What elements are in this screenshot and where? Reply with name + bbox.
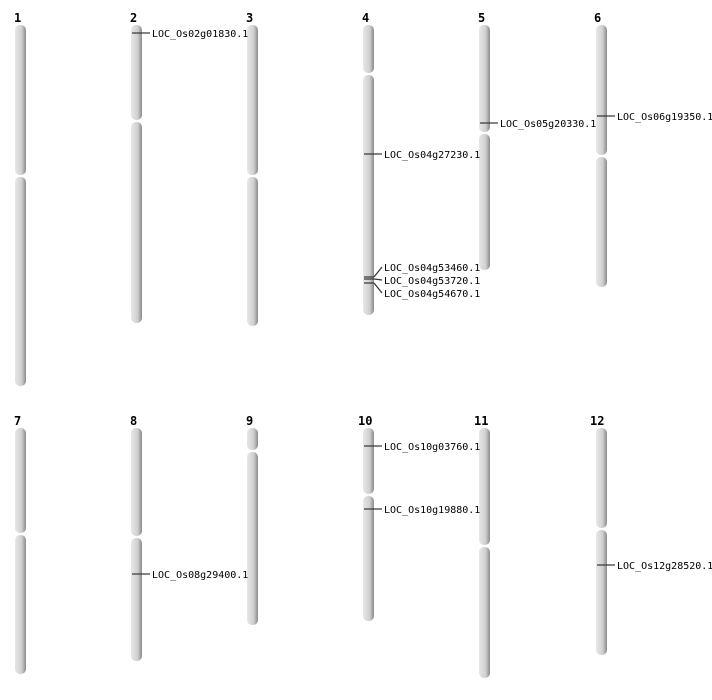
chromosome-number: 12 (590, 414, 604, 428)
chromosome-arm-long (596, 157, 607, 287)
gene-label: LOC_Os12g28520.1 (617, 561, 712, 572)
chromosome-12: 12 (590, 414, 607, 655)
chromosome-6: 6 (594, 11, 607, 287)
gene-marker: LOC_Os05g20330.1 (480, 119, 596, 130)
gene-label: LOC_Os04g54670.1 (384, 289, 480, 300)
gene-marker: LOC_Os04g53460.1 (364, 263, 480, 278)
gene-marker: LOC_Os04g54670.1 (364, 282, 480, 300)
gene-label: LOC_Os02g01830.1 (152, 29, 248, 40)
chromosome-number: 10 (358, 414, 372, 428)
chromosome-number: 1 (14, 11, 21, 25)
chromosome-arm-short (363, 428, 374, 494)
gene-marker: LOC_Os12g28520.1 (597, 561, 712, 572)
chromosome-number: 5 (478, 11, 485, 25)
chromosome-number: 4 (362, 11, 369, 25)
gene-label: LOC_Os05g20330.1 (500, 119, 596, 130)
gene-label: LOC_Os08g29400.1 (152, 570, 248, 581)
gene-marker: LOC_Os10g03760.1 (364, 442, 480, 453)
chromosome-number: 2 (130, 11, 137, 25)
chromosome-number: 6 (594, 11, 601, 25)
chromosome-4: 4 (362, 11, 374, 315)
chromosome-arm-short (363, 25, 374, 73)
gene-marker: LOC_Os04g27230.1 (364, 150, 480, 161)
gene-marker: LOC_Os04g53720.1 (364, 276, 480, 287)
chromosome-arm-long (131, 122, 142, 323)
marker-leader-line (373, 282, 383, 294)
gene-label: LOC_Os04g53460.1 (384, 263, 480, 274)
chromosome-arm-short (15, 428, 26, 533)
chromosome-5: 5 (478, 11, 490, 270)
gene-label: LOC_Os10g19880.1 (384, 505, 480, 516)
gene-marker: LOC_Os08g29400.1 (132, 570, 248, 581)
chromosome-arm-long (363, 496, 374, 621)
chromosome-arm-short (131, 25, 142, 120)
chromosome-11: 11 (474, 414, 490, 678)
chromosome-arm-short (247, 428, 258, 450)
chromosome-3: 3 (246, 11, 258, 326)
chromosome-arm-long (479, 547, 490, 678)
chromosome-arm-long (363, 75, 374, 315)
chromosome-number: 3 (246, 11, 253, 25)
chromosome-arm-long (596, 530, 607, 655)
chromosome-9: 9 (246, 414, 258, 625)
chromosome-arm-long (15, 535, 26, 674)
chromosome-arm-short (131, 428, 142, 536)
gene-label: LOC_Os06g19350.1 (617, 112, 712, 123)
chromosome-arm-long (247, 177, 258, 326)
chromosome-10: 10 (358, 414, 374, 621)
chromosome-number: 8 (130, 414, 137, 428)
gene-label: LOC_Os10g03760.1 (384, 442, 480, 453)
marker-leader-line (373, 278, 383, 281)
chromosome-arm-long (15, 177, 26, 386)
marker-leader-line (373, 266, 383, 278)
chromosome-8: 8 (130, 414, 142, 661)
chromosome-7: 7 (14, 414, 26, 674)
chromosome-2: 2 (130, 11, 142, 323)
chromosome-arm-short (596, 428, 607, 528)
chromosome-arm-long (479, 134, 490, 270)
chromosome-arm-short (596, 25, 607, 155)
chromosome-arm-short (15, 25, 26, 175)
chromosome-number: 7 (14, 414, 21, 428)
gene-marker: LOC_Os10g19880.1 (364, 505, 480, 516)
gene-label: LOC_Os04g27230.1 (384, 150, 480, 161)
chromosome-number: 9 (246, 414, 253, 428)
chromosome-arm-long (247, 452, 258, 625)
gene-marker: LOC_Os02g01830.1 (132, 29, 248, 40)
chromosome-number: 11 (474, 414, 488, 428)
chromosome-arm-short (479, 25, 490, 132)
chromosome-arm-long (131, 538, 142, 661)
chromosome-arm-short (247, 25, 258, 175)
gene-label: LOC_Os04g53720.1 (384, 276, 480, 287)
gene-marker: LOC_Os06g19350.1 (597, 112, 712, 123)
chromosome-arm-short (479, 428, 490, 545)
chromosome-1: 1 (14, 11, 26, 386)
